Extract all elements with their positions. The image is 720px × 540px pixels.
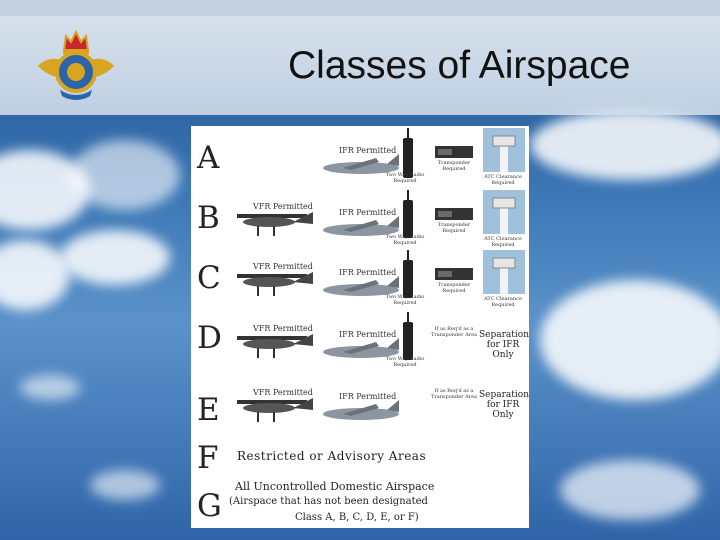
atc-tower-icon [483,250,525,294]
vfr-cessna-icon [237,272,313,296]
radio-required-label: Two Way Radio Required [385,356,425,368]
cloud [60,230,170,285]
vfr-permitted-label: VFR Permitted [253,388,313,397]
cloud [20,375,80,400]
cloud [540,280,720,400]
radio-icon [403,312,413,360]
ifr-airliner-icon [323,216,399,236]
vfr-permitted-label: VFR Permitted [253,262,313,271]
radio-icon [403,128,413,178]
slide-header: Classes of Airspace [0,0,720,115]
class-letter-d: D [197,320,222,356]
transponder-icon [435,146,473,158]
vfr-cessna-icon [237,398,313,422]
atc-clearance-label: ATC Clearance Required [484,174,522,186]
radio-required-label: Two Way Radio Required [385,294,425,306]
transponder-area-label: If as Req'd as a Transponder Area [431,326,478,338]
cloud [0,240,70,310]
uncontrolled-airspace-label: All Uncontrolled Domestic Airspace [235,480,435,493]
ifr-permitted-label: IFR Permitted [339,330,397,339]
atc-clearance-label: ATC Clearance Required [484,236,522,248]
slide-title: Classes of Airspace [288,44,631,87]
class-list-label: Class A, B, C, D, E, or F) [295,512,419,523]
ifr-permitted-label: IFR Permitted [339,208,397,217]
transponder-icon [435,208,473,220]
class-letter-b: B [197,200,220,236]
airspace-chart-panel: A IFR Permitted Two Way Radio Required T… [191,126,529,528]
radio-required-label: Two Way Radio Required [385,234,425,246]
ifr-airliner-icon [323,276,399,296]
radio-icon [403,190,413,238]
ifr-airliner-icon [323,400,399,420]
vfr-permitted-label: VFR Permitted [253,202,313,211]
separation-ifr-label: Separation for IFR Only [479,330,529,360]
rcaf-crest-logo [38,29,114,100]
transponder-required-label: Transponder Required [437,222,471,234]
ifr-airliner-icon [323,338,399,358]
ifr-permitted-label: IFR Permitted [339,392,397,401]
cloud [530,110,720,180]
not-designated-label: (Airspace that has not been designated [229,496,428,507]
class-letter-c: C [197,260,221,296]
restricted-advisory-label: Restricted or Advisory Areas [237,449,427,463]
vfr-permitted-label: VFR Permitted [253,324,313,333]
header-bar [0,0,720,16]
atc-tower-icon [483,190,525,234]
transponder-required-label: Transponder Required [437,160,471,172]
class-letter-e: E [197,392,220,428]
radio-required-label: Two Way Radio Required [385,172,425,184]
class-letter-a: A [197,140,220,176]
atc-tower-icon [483,128,525,172]
ifr-permitted-label: IFR Permitted [339,268,397,277]
cloud [90,470,160,500]
transponder-area-label: If as Req'd as a Transponder Area [431,388,478,400]
cloud [560,460,700,520]
ifr-permitted-label: IFR Permitted [339,146,397,155]
separation-ifr-label: Separation for IFR Only [479,390,529,420]
radio-icon [403,250,413,298]
vfr-cessna-icon [237,334,313,358]
transponder-icon [435,268,473,280]
class-letter-f: F [197,440,219,476]
vfr-cessna-icon [237,212,313,236]
transponder-required-label: Transponder Required [437,282,471,294]
cloud [70,140,180,210]
atc-clearance-label: ATC Clearance Required [484,296,522,308]
class-letter-g: G [197,488,222,524]
ifr-airliner-icon [323,154,399,174]
